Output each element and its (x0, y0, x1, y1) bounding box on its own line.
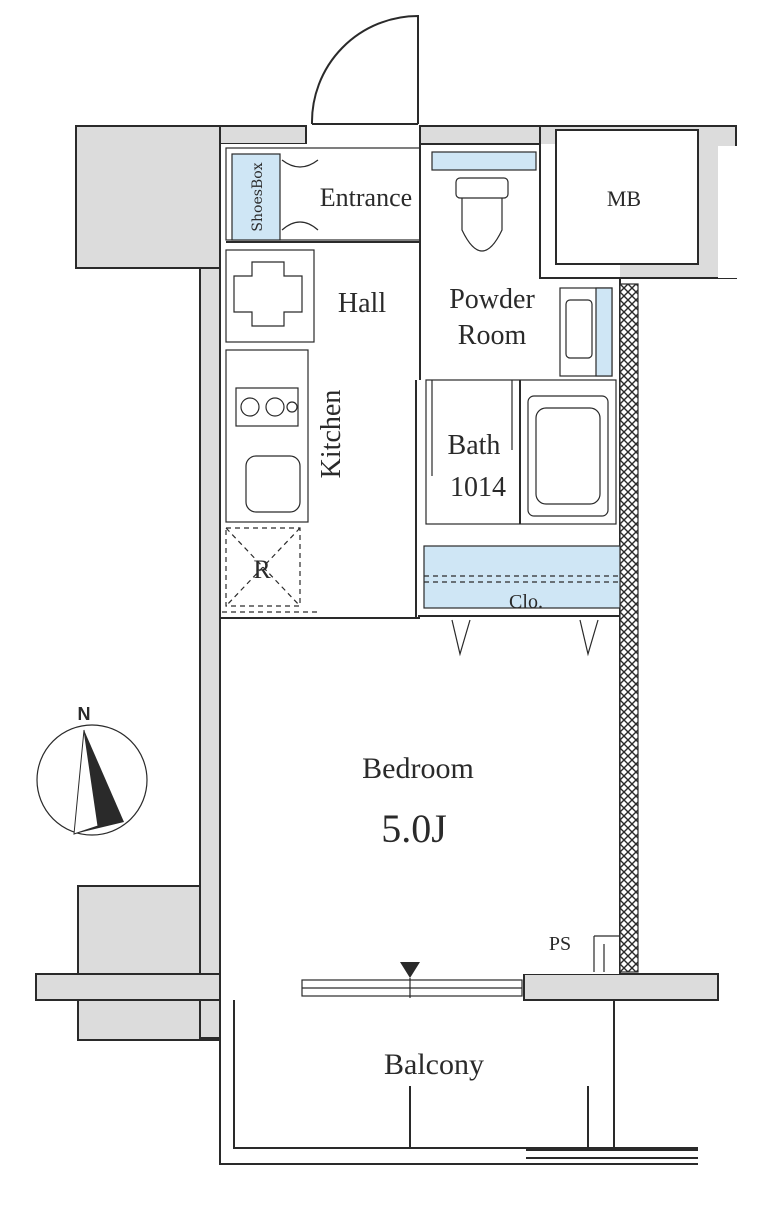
kitchen-counter (225, 349, 309, 523)
stove (235, 387, 299, 427)
mb-right-notch (718, 146, 758, 278)
entrance-label: Entrance (320, 183, 412, 212)
ps-label: PS (549, 933, 571, 955)
bath-label-2: 1014 (450, 472, 506, 503)
compass-ring (36, 724, 148, 836)
left-column-wall (75, 125, 221, 269)
bathtub (527, 395, 609, 517)
bedroom-label: Bedroom (362, 752, 474, 785)
balcony-left-stub (35, 973, 221, 1001)
kitchen-label: Kitchen (316, 390, 347, 479)
balcony-right-stub (523, 973, 719, 1001)
balcony-label: Balcony (384, 1048, 484, 1081)
toilet-tank (455, 177, 509, 199)
kitchen-sink (245, 455, 301, 513)
shoebox-door (281, 159, 319, 231)
north-label: N (78, 704, 91, 724)
wash-basin-storage (595, 287, 613, 377)
bath-door (431, 380, 513, 476)
left-lower-wall (77, 885, 221, 1041)
closet (423, 545, 621, 609)
mb-label: MB (607, 186, 641, 211)
toilet-bowl (461, 198, 503, 252)
balcony-outline (219, 1000, 698, 1165)
powder-room-label-2: Room (458, 320, 527, 351)
sink-counter (225, 249, 315, 343)
shoes-box (231, 153, 281, 241)
closet-label: Clo. (509, 591, 543, 613)
mb-room (555, 129, 699, 265)
refrigerator-label: R (253, 555, 271, 584)
sink-basin (233, 261, 303, 327)
hall-label: Hall (338, 288, 386, 319)
shoes-box-label: ShoesBox (250, 162, 266, 231)
powder-room-storage (431, 151, 537, 171)
powder-room-label-1: Powder (449, 284, 535, 315)
ps-shaft (593, 935, 620, 972)
entry-arrow (400, 962, 420, 978)
bath-label-1: Bath (448, 430, 501, 461)
top-wall-right (419, 125, 557, 145)
refrigerator (225, 527, 301, 607)
entrance-door (310, 14, 419, 125)
bedroom-size: 5.0J (381, 806, 447, 851)
hatched-wall (619, 283, 639, 973)
left-side-wall (199, 267, 221, 1039)
closet-doors (451, 619, 599, 657)
